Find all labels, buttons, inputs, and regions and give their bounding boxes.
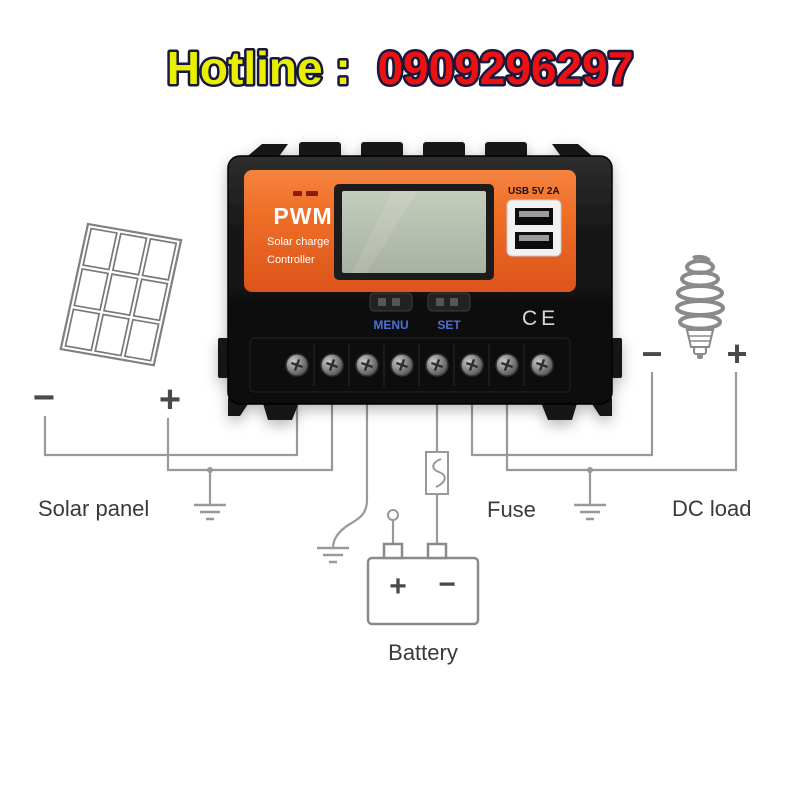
solar-panel: − + <box>33 222 183 421</box>
set-button <box>427 292 471 312</box>
ground-symbol-left <box>192 503 228 521</box>
battery-label: Battery <box>388 640 458 665</box>
bulb-base-ridges <box>689 335 711 342</box>
junction-dots <box>207 467 593 473</box>
terminal-screw <box>354 352 380 378</box>
fuse-symbol <box>425 451 449 495</box>
bulb-spiral <box>675 254 725 331</box>
wire-solar-negative <box>43 400 299 457</box>
solar-panel-label: Solar panel <box>38 496 149 521</box>
dc-load-minus-sign: − <box>641 333 662 374</box>
battery-terminal-positive <box>382 542 404 560</box>
dc-load-bulb: − + <box>641 254 748 374</box>
solar-panel-cells <box>64 227 178 362</box>
terminal-screw <box>459 352 485 378</box>
subtitle-line2: Controller <box>267 254 315 266</box>
bulb-contact <box>697 354 703 359</box>
terminal-screw <box>494 352 520 378</box>
bulb-base <box>685 329 715 348</box>
menu-button-glyph <box>392 298 400 306</box>
fuse-element <box>432 458 446 488</box>
usb-label: USB 5V 2A <box>508 186 560 197</box>
diagram-text-labels: Solar panel Fuse DC load Battery <box>38 496 751 665</box>
ce-mark: CE <box>522 307 559 330</box>
bulb-socket <box>693 346 707 355</box>
ground-symbol-right <box>572 503 608 521</box>
lcd-reflection <box>352 191 418 273</box>
junction-dot <box>207 467 213 473</box>
brand-text: PWM <box>273 203 332 229</box>
connector-circle <box>387 509 399 521</box>
dc-load-plus-sign: + <box>726 333 747 374</box>
hotline: Hotline : 0909296297 <box>167 42 634 94</box>
fuse-body <box>425 451 449 495</box>
set-button-glyph <box>450 298 458 306</box>
junction-dot <box>587 467 593 473</box>
solar-panel-plus-sign: + <box>159 379 181 421</box>
status-indicator-icon <box>293 191 318 196</box>
hotline-number: 0909296297 <box>377 42 633 94</box>
menu-button <box>369 292 413 312</box>
hotline-label: Hotline : <box>167 42 351 94</box>
battery-minus-sign: − <box>438 568 456 601</box>
terminal-dividers <box>313 344 525 386</box>
terminal-screw <box>529 352 555 378</box>
usb-ports <box>515 208 553 249</box>
menu-button-glyph <box>378 298 386 306</box>
battery: + − <box>366 542 480 626</box>
usb-port-bottom-tongue <box>519 235 549 241</box>
subtitle-line1: Solar charge <box>267 236 329 248</box>
battery-plus-sign: + <box>389 570 407 603</box>
wiring <box>43 372 738 549</box>
set-button-glyph <box>436 298 444 306</box>
wire-solar-positive <box>166 400 334 472</box>
terminal-screw <box>319 352 345 378</box>
battery-terminal-negative <box>426 542 448 560</box>
terminal-screw <box>389 352 415 378</box>
usb-port-top-tongue <box>519 211 549 217</box>
wire-load-negative <box>470 372 654 457</box>
wire-battery-curve <box>331 400 369 549</box>
ground-symbol-center <box>315 546 351 564</box>
terminal-screw <box>424 352 450 378</box>
fuse-label: Fuse <box>487 497 536 522</box>
charge-controller: PWM Solar charge Controller USB 5V 2A ME… <box>218 142 622 420</box>
menu-label: MENU <box>373 318 408 332</box>
wire-load-positive <box>505 372 738 472</box>
solar-panel-minus-sign: − <box>33 377 55 419</box>
terminal-screw <box>284 352 310 378</box>
dc-load-label: DC load <box>672 496 751 521</box>
battery-body <box>366 556 480 626</box>
set-label: SET <box>437 318 461 332</box>
